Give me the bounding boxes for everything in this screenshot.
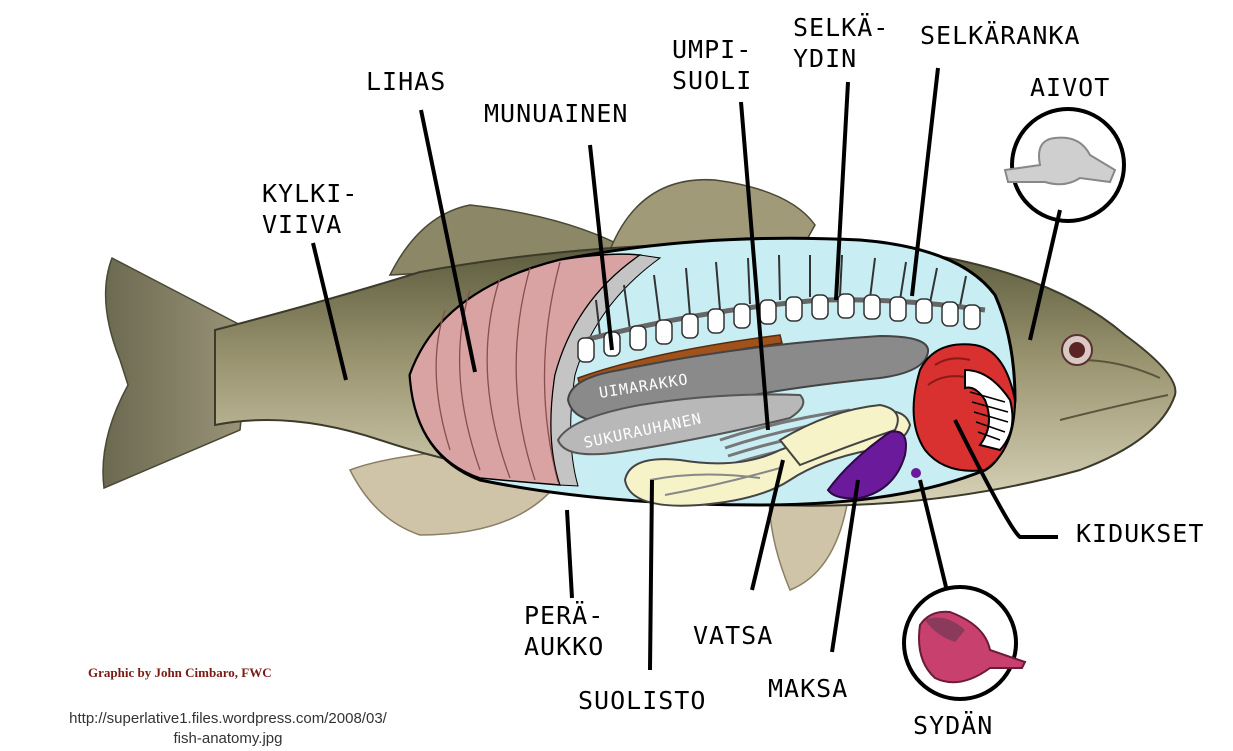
- graphic-credit: Graphic by John Cimbaro, FWC: [88, 665, 272, 681]
- label-sydan-text: SYDÄN: [913, 710, 993, 741]
- label-selkaydin-line2: YDIN: [793, 43, 889, 74]
- label-maksa-text: MAKSA: [768, 673, 848, 704]
- label-sydan: SYDÄN: [913, 710, 993, 741]
- label-kidukset-text: KIDUKSET: [1076, 518, 1204, 549]
- label-suolisto: SUOLISTO: [578, 685, 706, 716]
- label-selkaydin: SELKÄ- YDIN: [793, 12, 889, 74]
- label-selkaydin-line1: SELKÄ-: [793, 12, 889, 43]
- source-url: http://superlative1.files.wordpress.com/…: [8, 709, 448, 749]
- label-umpisuoli-line2: SUOLI: [672, 65, 752, 96]
- label-peraaukko-line1: PERÄ-: [524, 600, 604, 631]
- source-url-line1: http://superlative1.files.wordpress.com/…: [8, 709, 448, 729]
- label-suolisto-text: SUOLISTO: [578, 685, 706, 716]
- label-kylkiviiva-line1: KYLKI-: [262, 178, 358, 209]
- label-umpisuoli-line1: UMPI-: [672, 34, 752, 65]
- label-munuainen: MUNUAINEN: [484, 98, 628, 129]
- label-selkaranka: SELKÄRANKA: [920, 20, 1081, 51]
- label-lihas: LIHAS: [366, 66, 446, 97]
- label-vatsa: VATSA: [693, 620, 773, 651]
- label-umpisuoli: UMPI- SUOLI: [672, 34, 752, 96]
- label-munuainen-text: MUNUAINEN: [484, 98, 628, 129]
- label-kidukset: KIDUKSET: [1076, 518, 1204, 549]
- label-lihas-text: LIHAS: [366, 66, 446, 97]
- label-selkaranka-text: SELKÄRANKA: [920, 20, 1081, 51]
- heart-dot: [911, 468, 921, 478]
- label-aivot: AIVOT: [1030, 72, 1110, 103]
- source-url-line2: fish-anatomy.jpg: [8, 729, 448, 749]
- label-kylkiviiva: KYLKI- VIIVA: [262, 178, 358, 240]
- label-maksa: MAKSA: [768, 673, 848, 704]
- label-vatsa-text: VATSA: [693, 620, 773, 651]
- label-aivot-text: AIVOT: [1030, 72, 1110, 103]
- label-peraaukko-line2: AUKKO: [524, 631, 604, 662]
- label-kylkiviiva-line2: VIIVA: [262, 209, 358, 240]
- label-peraaukko: PERÄ- AUKKO: [524, 600, 604, 662]
